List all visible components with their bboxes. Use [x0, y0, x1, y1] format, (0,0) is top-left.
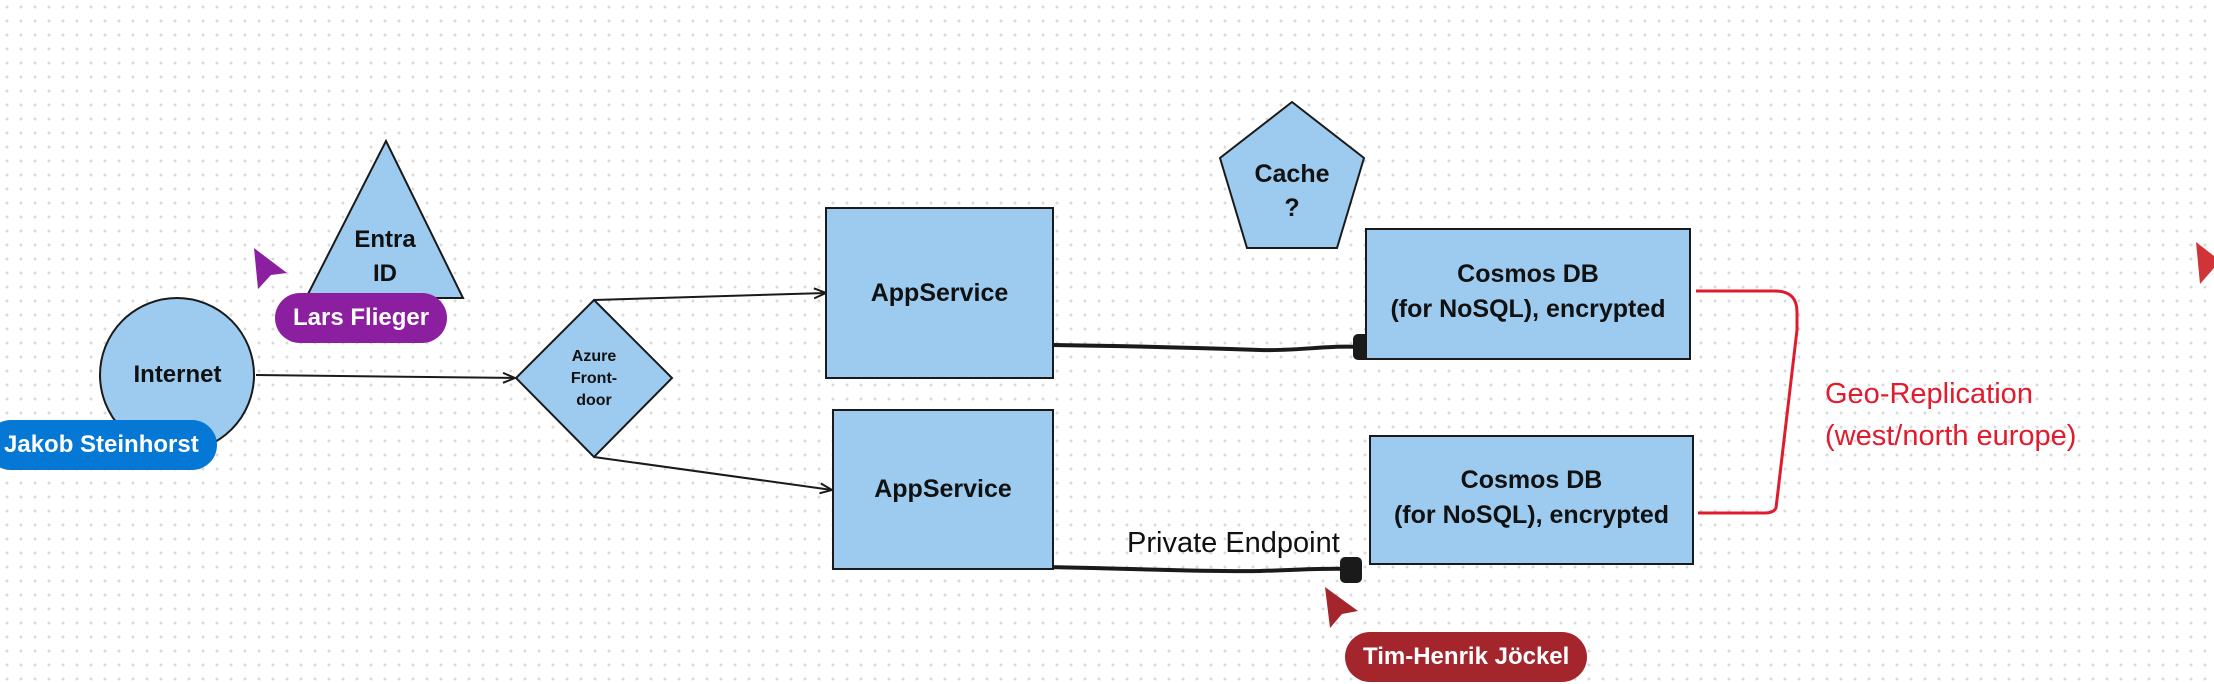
cursor-arrow-icon-tim — [1325, 587, 1358, 628]
appservice-top-label: AppService — [870, 278, 1009, 307]
appservice-bottom-label: AppService — [874, 474, 1012, 503]
collaborator-tag-jakob: Jakob Steinhorst — [0, 420, 217, 470]
geo-replication-bracket[interactable] — [1696, 289, 1799, 515]
private-endpoint-label: Private Endpoint — [1127, 527, 1340, 559]
appservice-top-to-cosmos-link[interactable] — [1051, 343, 1362, 353]
cosmos-db-top-node[interactable] — [1365, 228, 1691, 360]
front-door-node[interactable] — [514, 298, 674, 459]
cache-node[interactable] — [1218, 100, 1366, 249]
appservice-bottom-to-cosmos-link[interactable] — [1038, 565, 1352, 574]
cosmos-db-top-label: Cosmos DB (for NoSQL), encrypted — [1390, 260, 1666, 323]
internet-label: Internet — [133, 361, 222, 388]
collaborator-tag-tim: Tim-Henrik Jöckel — [1345, 632, 1588, 682]
frontdoor-to-appservice-bottom-arrow[interactable] — [593, 456, 832, 490]
cursor-arrow-icon-offscreen — [2196, 242, 2214, 284]
front-door-label: Azure Front- door — [570, 348, 618, 409]
cosmos-db-bottom-node[interactable] — [1369, 435, 1694, 565]
entra-id-label: Entra ID — [354, 226, 416, 287]
appservice-top-node[interactable] — [825, 207, 1054, 379]
cosmos-db-bottom-label: Cosmos DB (for NoSQL), encrypted — [1393, 466, 1669, 529]
internet-to-frontdoor-arrow[interactable] — [255, 375, 515, 378]
collaborator-tag-lars: Lars Flieger — [275, 293, 448, 343]
frontdoor-to-appservice-top-arrow[interactable] — [593, 293, 826, 301]
geo-replication-label: Geo-Replication (west/north europe) — [1825, 378, 2077, 452]
cursor-arrow-icon-lars — [254, 248, 287, 289]
cache-label: Cache ? — [1254, 160, 1330, 222]
appservice-bottom-node[interactable] — [832, 409, 1054, 570]
private-endpoint-node-bottom[interactable] — [1340, 557, 1362, 583]
